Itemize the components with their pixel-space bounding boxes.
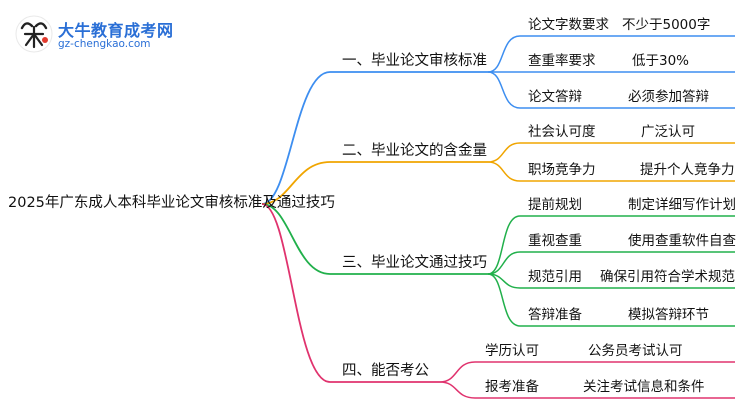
- branch-2-label: 二、毕业论文的含金量: [342, 143, 487, 159]
- connector-root-branch-4: [261, 203, 440, 383]
- connector-b3-leaf-4: [487, 273, 735, 327]
- b1-leaf-3-key: 论文答辩: [528, 89, 582, 105]
- connector-b1-leaf-1: [487, 35, 735, 73]
- b1-leaf-3-value: 必须参加答辩: [628, 89, 709, 105]
- logo-title: 大牛教育成考网: [58, 21, 174, 40]
- b3-leaf-3-value: 确保引用符合学术规范: [600, 269, 735, 285]
- connector-b3-leaf-1: [487, 215, 735, 275]
- b3-leaf-2-value: 使用查重软件自查: [628, 233, 736, 249]
- b2-leaf-1-value: 广泛认可: [641, 124, 695, 140]
- b1-leaf-1-value: 不少于5000字: [622, 17, 711, 33]
- b1-leaf-1-key: 论文字数要求: [528, 17, 609, 33]
- b2-leaf-2-value: 提升个人竞争力: [640, 162, 735, 178]
- b1-leaf-2-value: 低于30%: [632, 53, 690, 69]
- connector-root-branch-2: [261, 161, 488, 205]
- site-logo[interactable]: 大牛教育成考网 gz-chengkao.com: [14, 14, 204, 54]
- b3-leaf-3-key: 规范引用: [528, 269, 582, 285]
- connector-b1-leaf-3: [487, 71, 735, 109]
- b4-leaf-1-key: 学历认可: [485, 343, 539, 359]
- b3-leaf-4-key: 答辩准备: [528, 307, 582, 323]
- b3-leaf-1-value: 制定详细写作计划: [628, 197, 736, 213]
- connector-b3-leaf-2: [487, 251, 735, 275]
- b2-leaf-1-key: 社会认可度: [528, 124, 596, 140]
- b4-leaf-1-value: 公务员考试认可: [588, 343, 683, 359]
- b3-leaf-2-key: 重视查重: [528, 233, 582, 249]
- bull-logo-icon: [15, 15, 53, 53]
- connector-root-branch-3: [261, 203, 488, 275]
- connector-b4-leaf-1: [439, 361, 735, 383]
- root-topic: 2025年广东成人本科毕业论文审核标准及通过技巧: [8, 195, 335, 211]
- branch-3-label: 三、毕业论文通过技巧: [342, 255, 487, 271]
- b4-leaf-2-key: 报考准备: [485, 379, 539, 395]
- connector-b4-leaf-2: [439, 381, 735, 399]
- branch-4-label: 四、能否考公: [342, 363, 429, 379]
- connector-root-branch-1: [261, 71, 488, 205]
- connector-b3-leaf-3: [487, 273, 735, 289]
- connector-b2-leaf-1: [487, 142, 735, 163]
- branch-1-label: 一、毕业论文审核标准: [342, 53, 487, 69]
- connector-b2-leaf-2: [487, 161, 735, 182]
- b3-leaf-4-value: 模拟答辩环节: [628, 307, 709, 323]
- logo-url: gz-chengkao.com: [58, 38, 151, 50]
- b3-leaf-1-key: 提前规划: [528, 197, 582, 213]
- b2-leaf-2-key: 职场竞争力: [528, 162, 596, 178]
- b4-leaf-2-value: 关注考试信息和条件: [583, 379, 705, 395]
- b1-leaf-2-key: 查重率要求: [528, 53, 596, 69]
